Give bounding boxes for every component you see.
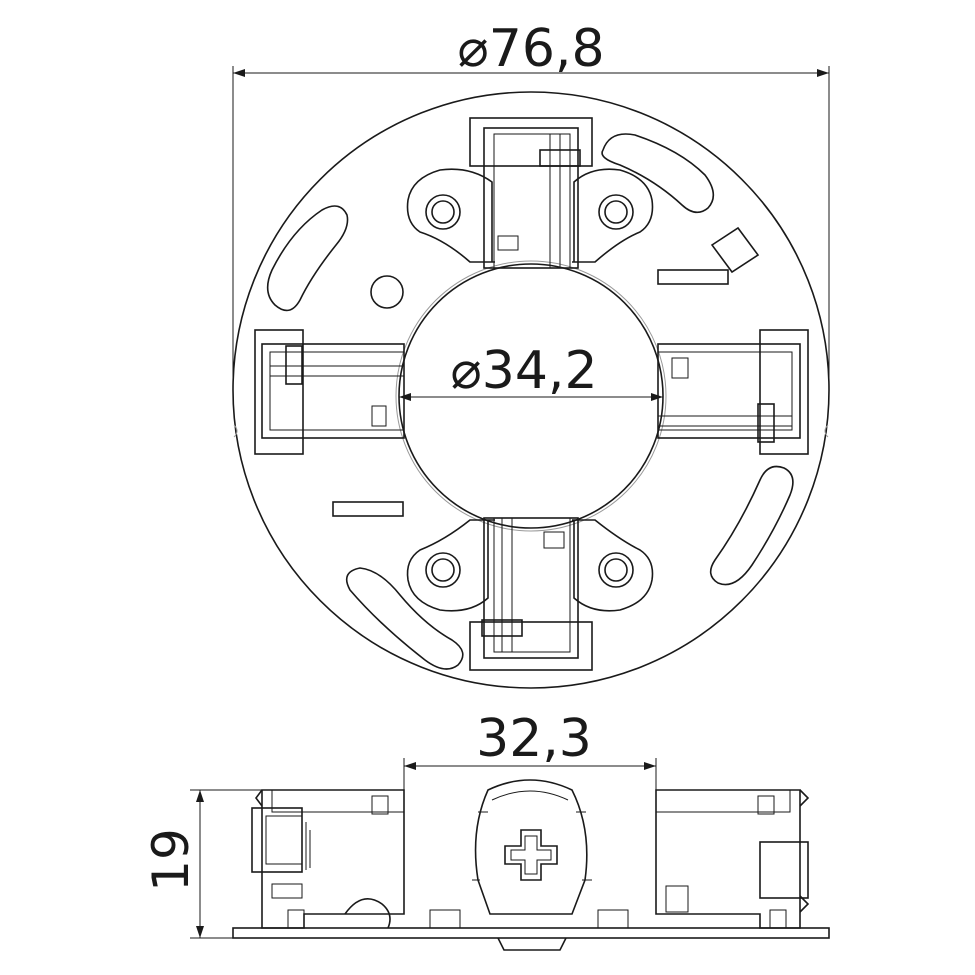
dimension-bottom-width: 32,3 [403, 709, 657, 790]
cross-screw-icon [504, 829, 558, 881]
clip-left [254, 329, 405, 455]
side-center-cylinder [472, 779, 592, 915]
center-hole-hidden-edge [395, 260, 667, 532]
tab-left [332, 501, 404, 517]
bottom-width-label: 32,3 [476, 709, 592, 769]
screw-holes [425, 194, 634, 588]
side-clip-right [655, 789, 810, 929]
dimension-inner-diameter: ⌀34,2 [399, 341, 663, 401]
slot-upper-left [266, 205, 349, 312]
ear-lower-left [406, 519, 495, 612]
side-view [232, 779, 830, 951]
ear-upper-right [572, 168, 654, 263]
clip-bottom [469, 517, 593, 671]
outer-diameter-label: ⌀76,8 [457, 19, 604, 79]
base-foot [497, 937, 567, 951]
slot-lower-left [345, 567, 464, 670]
slot-lower-right [709, 465, 794, 586]
small-hole [370, 275, 404, 309]
ear-upper-left [406, 168, 495, 263]
clip-top [469, 117, 593, 269]
rim-notch-right [824, 424, 829, 438]
side-clip-left [251, 789, 405, 929]
tab-right [657, 269, 729, 285]
dimension-outer-diameter: ⌀76,8 [232, 19, 830, 392]
dimension-height: 19 [142, 789, 262, 939]
top-view [232, 91, 830, 689]
tab-angled [710, 226, 760, 274]
inner-diameter-label: ⌀34,2 [450, 341, 597, 401]
base-plate [232, 927, 830, 939]
height-label: 19 [142, 828, 200, 892]
clip-right [657, 329, 809, 455]
slot-upper-right [601, 133, 715, 214]
ear-lower-right [572, 519, 654, 612]
rim-notch-left [233, 424, 238, 438]
side-feet [287, 909, 787, 929]
